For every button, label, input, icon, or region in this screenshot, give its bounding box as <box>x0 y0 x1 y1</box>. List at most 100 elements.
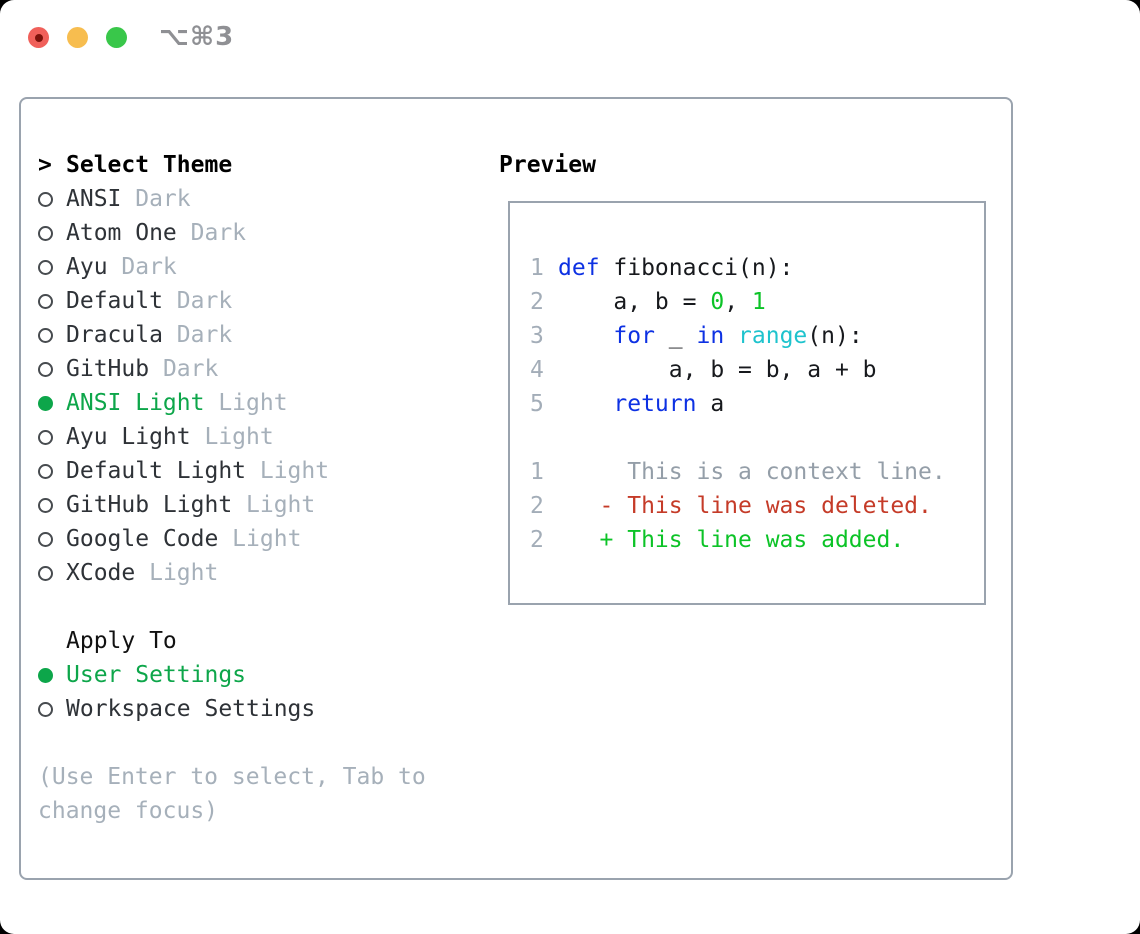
line-number: 1 <box>530 459 544 485</box>
titlebar-traffic-lights <box>28 27 127 48</box>
radio-icon <box>38 225 53 241</box>
code-token-keyword: in <box>696 323 725 349</box>
theme-option[interactable]: Ayu Light Light <box>38 420 426 454</box>
code-token-context: This is a context line. <box>558 459 946 485</box>
line-number: 2 <box>530 527 544 553</box>
apply-target-label: User Settings <box>66 662 247 688</box>
apply-target-option[interactable]: Workspace Settings <box>38 692 426 726</box>
theme-option[interactable]: GitHub Dark <box>38 352 426 386</box>
theme-option[interactable]: Ayu Dark <box>38 250 426 284</box>
theme-label: Atom One <box>66 220 177 246</box>
theme-label: XCode <box>66 560 136 586</box>
theme-option[interactable]: GitHub Light Light <box>38 488 426 522</box>
theme-label: ANSI Light <box>66 390 205 416</box>
code-token-plain: fibonacci(n): <box>599 255 794 281</box>
minimize-button[interactable] <box>67 27 88 48</box>
code-line: 2 + This line was added. <box>530 523 946 557</box>
code-token-plain: _ <box>654 323 697 349</box>
code-line: 4 a, b = b, a + b <box>530 353 946 387</box>
code-token-plain: a <box>696 391 725 417</box>
radio-selected-icon <box>38 667 53 683</box>
line-number: 3 <box>530 323 544 349</box>
variant-label: Light <box>190 424 274 450</box>
line-number: 4 <box>530 357 544 383</box>
theme-option[interactable]: Dracula Dark <box>38 318 426 352</box>
radio-icon <box>38 191 53 207</box>
line-number: 2 <box>530 493 544 519</box>
radio-icon <box>38 701 53 717</box>
radio-icon <box>38 429 53 445</box>
theme-label: GitHub <box>66 356 150 382</box>
theme-label: Dracula <box>66 322 163 348</box>
radio-icon <box>38 565 53 581</box>
variant-label: Dark <box>176 220 247 246</box>
variant-label: Light <box>232 492 316 518</box>
window-title: ⌥⌘3 <box>159 22 235 52</box>
theme-option[interactable]: ANSI Light Light <box>38 386 426 420</box>
variant-label: Dark <box>162 288 233 314</box>
code-line: 3 for _ in range(n): <box>530 319 946 353</box>
close-active-dot-icon <box>34 33 43 42</box>
radio-icon <box>38 361 53 377</box>
theme-option[interactable]: ANSI Dark <box>38 182 426 216</box>
code-token-keyword: def <box>558 255 600 281</box>
variant-label: Light <box>204 390 288 416</box>
code-line: 1 def fibonacci(n): <box>530 251 946 285</box>
code-token-keyword: for <box>613 323 655 349</box>
code-token-plain <box>558 323 613 349</box>
zoom-button[interactable] <box>106 27 127 48</box>
theme-label: Default Light <box>66 458 247 484</box>
theme-label: Ayu Light <box>66 424 191 450</box>
hint-line: change focus) <box>38 798 219 824</box>
line-number: 1 <box>530 255 544 281</box>
theme-option[interactable]: Default Dark <box>38 284 426 318</box>
variant-label: Light <box>218 526 302 552</box>
apply-target-option[interactable]: User Settings <box>38 658 426 692</box>
line-number: 2 <box>530 289 544 315</box>
code-token-plain: (n): <box>807 323 863 349</box>
theme-option[interactable]: Google Code Light <box>38 522 426 556</box>
line-number: 5 <box>530 391 544 417</box>
apply-target-label: Workspace Settings <box>66 696 316 722</box>
code-token-number: 0 <box>710 289 725 315</box>
code-token-number: 1 <box>751 289 766 315</box>
code-token-keyword: return <box>613 391 697 417</box>
code-line: 2 - This line was deleted. <box>530 489 946 523</box>
variant-label: Dark <box>149 356 219 382</box>
theme-option[interactable]: XCode Light <box>38 556 426 590</box>
radio-icon <box>38 327 53 343</box>
theme-option[interactable]: Default Light Light <box>38 454 426 488</box>
variant-label: Dark <box>121 186 191 212</box>
variant-label: Dark <box>107 254 177 280</box>
code-token-plain: , <box>724 289 752 315</box>
preview-title: Preview <box>499 152 596 178</box>
theme-label: Ayu <box>66 254 108 280</box>
variant-label: Dark <box>162 322 233 348</box>
variant-label: Light <box>246 458 330 484</box>
radio-icon <box>38 497 53 513</box>
code-token-plain <box>558 391 613 417</box>
selection-cursor-icon: > <box>38 152 52 178</box>
code-token-added: + This line was added. <box>558 527 905 553</box>
theme-label: Default <box>66 288 163 314</box>
code-token-plain <box>724 323 738 349</box>
code-token-plain: a, b = <box>558 289 711 315</box>
hint-text: (Use Enter to select, Tab to change focu… <box>38 760 426 828</box>
code-line: 2 a, b = 0, 1 <box>530 285 946 319</box>
code-line <box>530 421 946 455</box>
code-line: 5 return a <box>530 387 946 421</box>
variant-label: Light <box>135 560 219 586</box>
theme-option[interactable]: Atom One Dark <box>38 216 426 250</box>
hint-line: (Use Enter to select, Tab to <box>38 764 426 790</box>
radio-selected-icon <box>38 395 53 411</box>
close-button[interactable] <box>28 27 49 48</box>
radio-icon <box>38 531 53 547</box>
code-line: 1 This is a context line. <box>530 455 946 489</box>
